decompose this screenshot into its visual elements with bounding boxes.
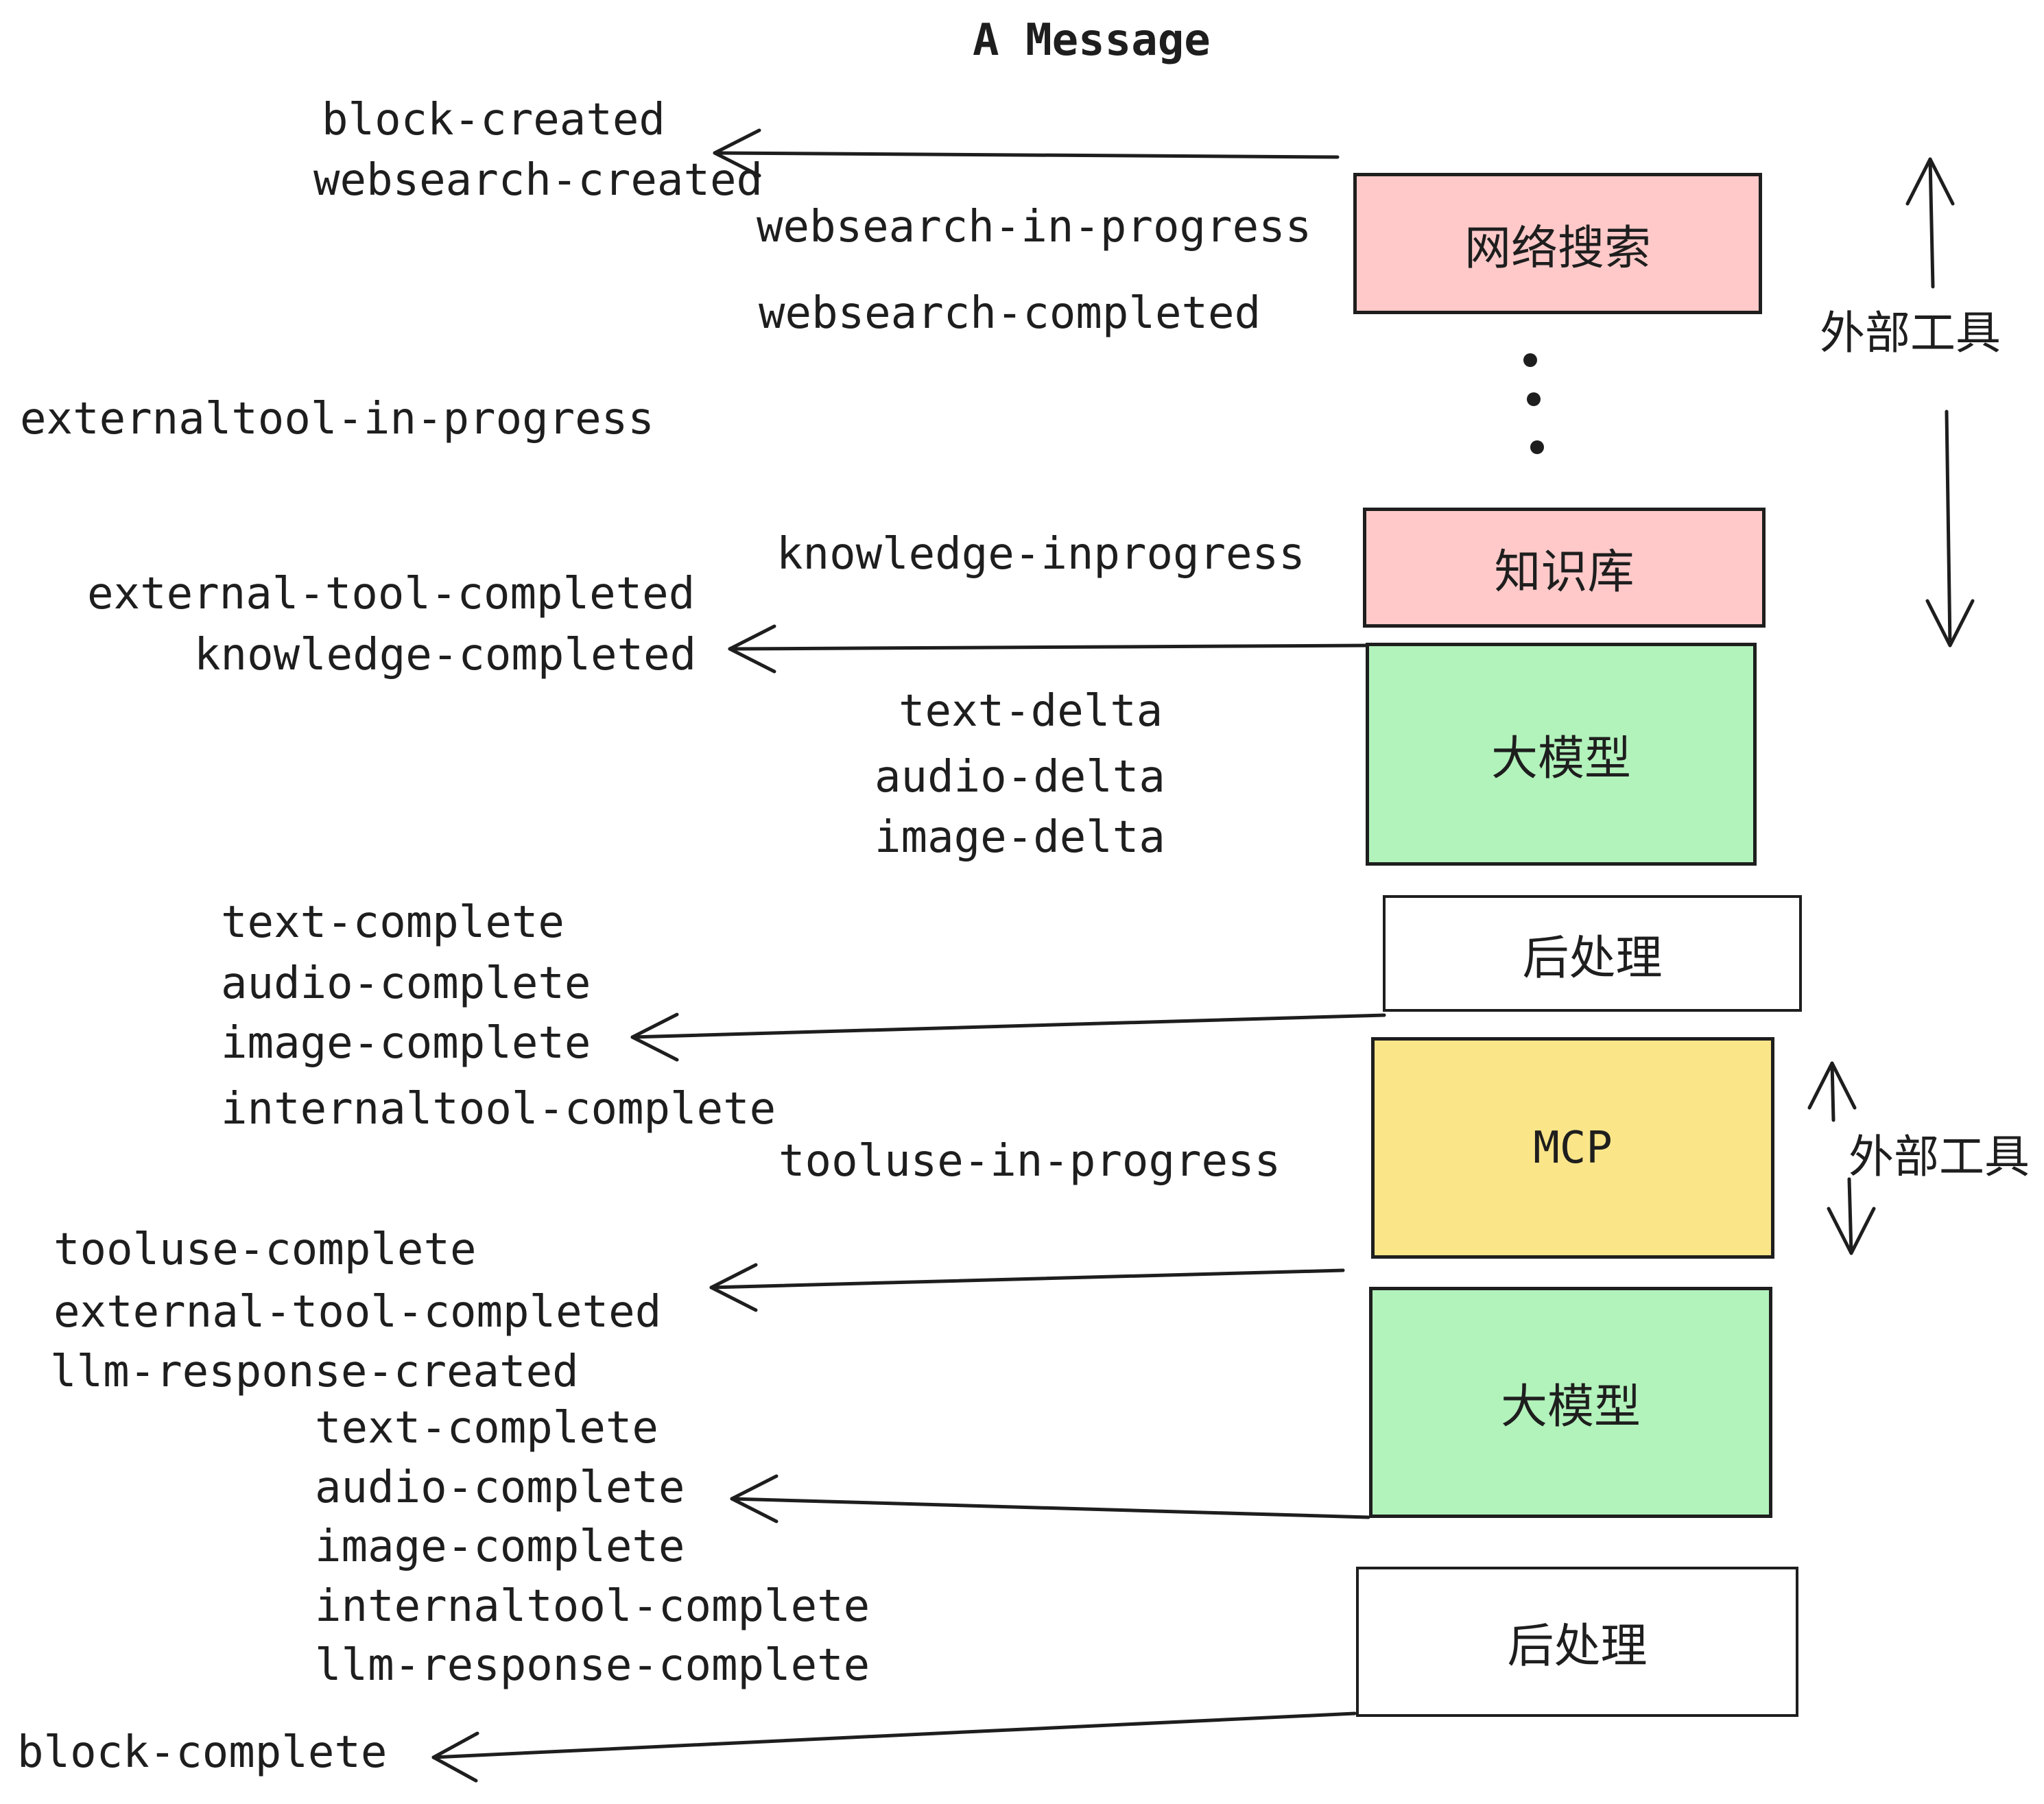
node-llm-2: 大模型: [1369, 1287, 1772, 1518]
event-text-delta: text-delta: [899, 686, 1163, 737]
event-audio-complete: audio-complete: [221, 958, 591, 1009]
node-mcp: MCP: [1371, 1037, 1774, 1259]
external-tools-arrow-top: [1905, 157, 1975, 648]
event-tooluse-complete: tooluse-complete: [54, 1224, 477, 1275]
event-audio-delta: audio-delta: [875, 752, 1165, 803]
node-knowledge-base: 知识库: [1363, 508, 1766, 628]
node-llm-2-label: 大模型: [1500, 1381, 1641, 1433]
event-image-complete: image-complete: [221, 1018, 591, 1069]
event-external-tool-completed-2: external-tool-completed: [54, 1287, 662, 1338]
event-image-delta: image-delta: [875, 812, 1165, 863]
node-websearch: 网络搜索: [1353, 173, 1762, 314]
node-websearch-label: 网络搜索: [1464, 222, 1651, 274]
event-websearch-created: websearch-created: [313, 155, 763, 206]
event-internaltool-complete-2: internaltool-complete: [315, 1581, 870, 1632]
external-tools-label-top: 外部工具: [1820, 307, 2001, 358]
event-block-created: block-created: [322, 95, 665, 145]
arrow-block-complete: [431, 1711, 1357, 1783]
page-title: A Message: [973, 15, 1211, 66]
event-internaltool-complete: internaltool-complete: [221, 1084, 776, 1135]
event-image-complete-2: image-complete: [315, 1521, 685, 1572]
event-tooluse-in-progress: tooluse-in-progress: [779, 1136, 1281, 1187]
event-llm-response-complete: llm-response-complete: [315, 1640, 870, 1691]
event-knowledge-inprogress: knowledge-inprogress: [776, 529, 1305, 580]
arrow-image-complete: [630, 1012, 1386, 1062]
event-knowledge-completed: knowledge-completed: [194, 630, 697, 680]
node-llm-1-label: 大模型: [1490, 733, 1631, 785]
event-external-tool-completed: external-tool-completed: [87, 569, 696, 619]
arrow-websearch-created: [713, 128, 1340, 178]
node-postprocess-1: 后处理: [1383, 895, 1802, 1012]
node-postprocess-1-label: 后处理: [1522, 931, 1663, 984]
ellipsis-dots: [1523, 353, 1544, 454]
node-mcp-label: MCP: [1533, 1122, 1613, 1174]
node-llm-1: 大模型: [1366, 643, 1757, 866]
external-tools-label-mcp: 外部工具: [1849, 1131, 2030, 1182]
external-tools-arrow-mcp: [1807, 1061, 1876, 1255]
event-websearch-in-progress: websearch-in-progress: [757, 202, 1312, 252]
arrow-tooluse-complete: [709, 1263, 1345, 1312]
event-text-complete: text-complete: [221, 897, 565, 948]
node-knowledge-base-label: 知识库: [1494, 546, 1635, 598]
event-audio-complete-2: audio-complete: [315, 1462, 685, 1513]
node-postprocess-2: 后处理: [1356, 1567, 1798, 1717]
event-block-complete: block-complete: [17, 1727, 388, 1778]
arrow-knowledge-completed: [728, 624, 1368, 674]
event-llm-response-created: llm-response-created: [50, 1346, 579, 1397]
event-externaltool-in-progress: externaltool-in-progress: [20, 394, 654, 444]
event-websearch-completed: websearch-completed: [759, 288, 1261, 339]
event-text-complete-2: text-complete: [315, 1403, 658, 1453]
arrow-audio-complete: [730, 1474, 1370, 1523]
node-postprocess-2-label: 后处理: [1507, 1620, 1648, 1672]
